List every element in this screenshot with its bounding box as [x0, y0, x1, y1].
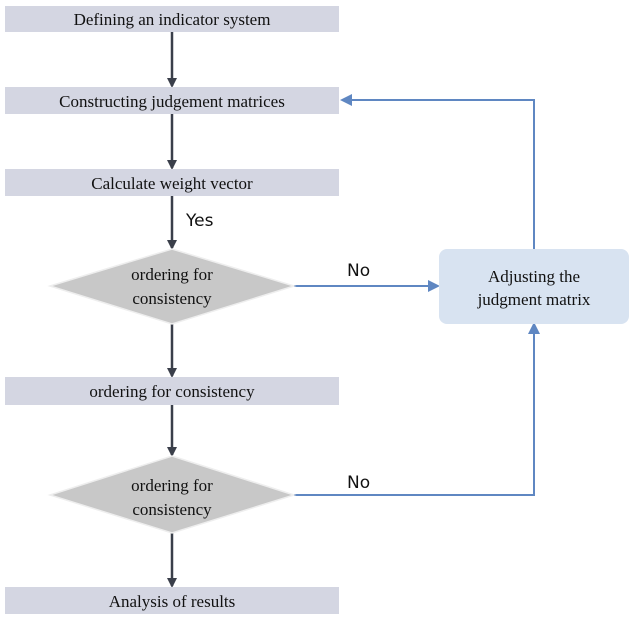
node-adjust-label-line2: judgment matrix — [477, 290, 591, 309]
node-analysis-label: Analysis of results — [109, 592, 236, 611]
decision-1-label-line2: consistency — [132, 289, 212, 308]
connector-adjust-to-construct — [340, 94, 535, 249]
edge-label-no-2: No — [347, 473, 370, 493]
node-calc-weight: Calculate weight vector — [5, 169, 339, 196]
node-adjust-matrix: Adjusting the judgment matrix — [439, 249, 629, 324]
edge-label-no-1: No — [347, 261, 370, 281]
edge-label-yes: Yes — [185, 211, 214, 231]
node-construct-matrices-label: Constructing judgement matrices — [59, 92, 285, 111]
node-construct-matrices: Constructing judgement matrices — [5, 87, 339, 114]
decision-2-label-line1: ordering for — [131, 476, 213, 495]
node-ordering-consistency-label: ordering for consistency — [89, 382, 255, 401]
node-adjust-label-line1: Adjusting the — [488, 267, 580, 286]
decision-1-label-line1: ordering for — [131, 265, 213, 284]
connector-decision2-no — [294, 322, 540, 496]
decision-1: ordering for consistency — [47, 248, 297, 325]
node-define-system: Defining an indicator system — [5, 6, 339, 32]
decision-2-label-line2: consistency — [132, 500, 212, 519]
node-define-system-label: Defining an indicator system — [74, 10, 271, 29]
node-ordering-consistency: ordering for consistency — [5, 377, 339, 405]
node-analysis: Analysis of results — [5, 587, 339, 614]
node-calc-weight-label: Calculate weight vector — [91, 174, 253, 193]
decision-2: ordering for consistency — [47, 455, 297, 534]
